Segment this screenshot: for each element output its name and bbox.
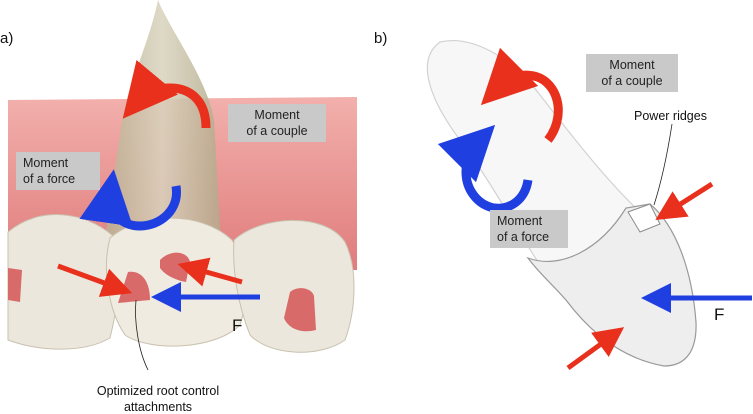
- moment-couple-arrow-b: [480, 47, 563, 143]
- force-arrow-red-b1: [655, 181, 714, 221]
- moment-couple-arrow-a: [122, 59, 211, 129]
- attachment-left-tooth: [8, 268, 22, 302]
- aligner-outline-b: [526, 203, 697, 367]
- moment-force-label-a: Moment of a force: [16, 152, 100, 190]
- power-ridges-leader-line: [653, 123, 673, 206]
- moment-force-label-b: Moment of a force: [490, 210, 568, 248]
- panel-b-letter: b): [374, 30, 388, 47]
- moment-couple-label-b: Moment of a couple: [586, 54, 678, 92]
- right-tooth-crown: [233, 219, 355, 353]
- force-arrow-red-a2: [177, 257, 243, 287]
- moment-couple-label-a: Moment of a couple: [228, 104, 326, 142]
- attachment-leader-line: [135, 299, 149, 371]
- force-arrow-red-a1: [57, 263, 133, 297]
- force-label-a: F: [232, 316, 243, 335]
- moment-force-arrow-b: [437, 124, 533, 213]
- power-ridge-notch: [627, 203, 661, 233]
- attachment-right-tooth: [284, 288, 316, 332]
- panel-a-letter: a): [0, 30, 14, 47]
- panel-b-illustration: [426, 40, 752, 371]
- force-label-b: F: [714, 305, 725, 324]
- moment-force-arrow-a: [79, 169, 181, 231]
- attachments-label: Optimized root control attachments: [96, 384, 220, 414]
- force-arrow-red-b2: [566, 327, 625, 371]
- power-ridges-label: Power ridges: [634, 109, 707, 123]
